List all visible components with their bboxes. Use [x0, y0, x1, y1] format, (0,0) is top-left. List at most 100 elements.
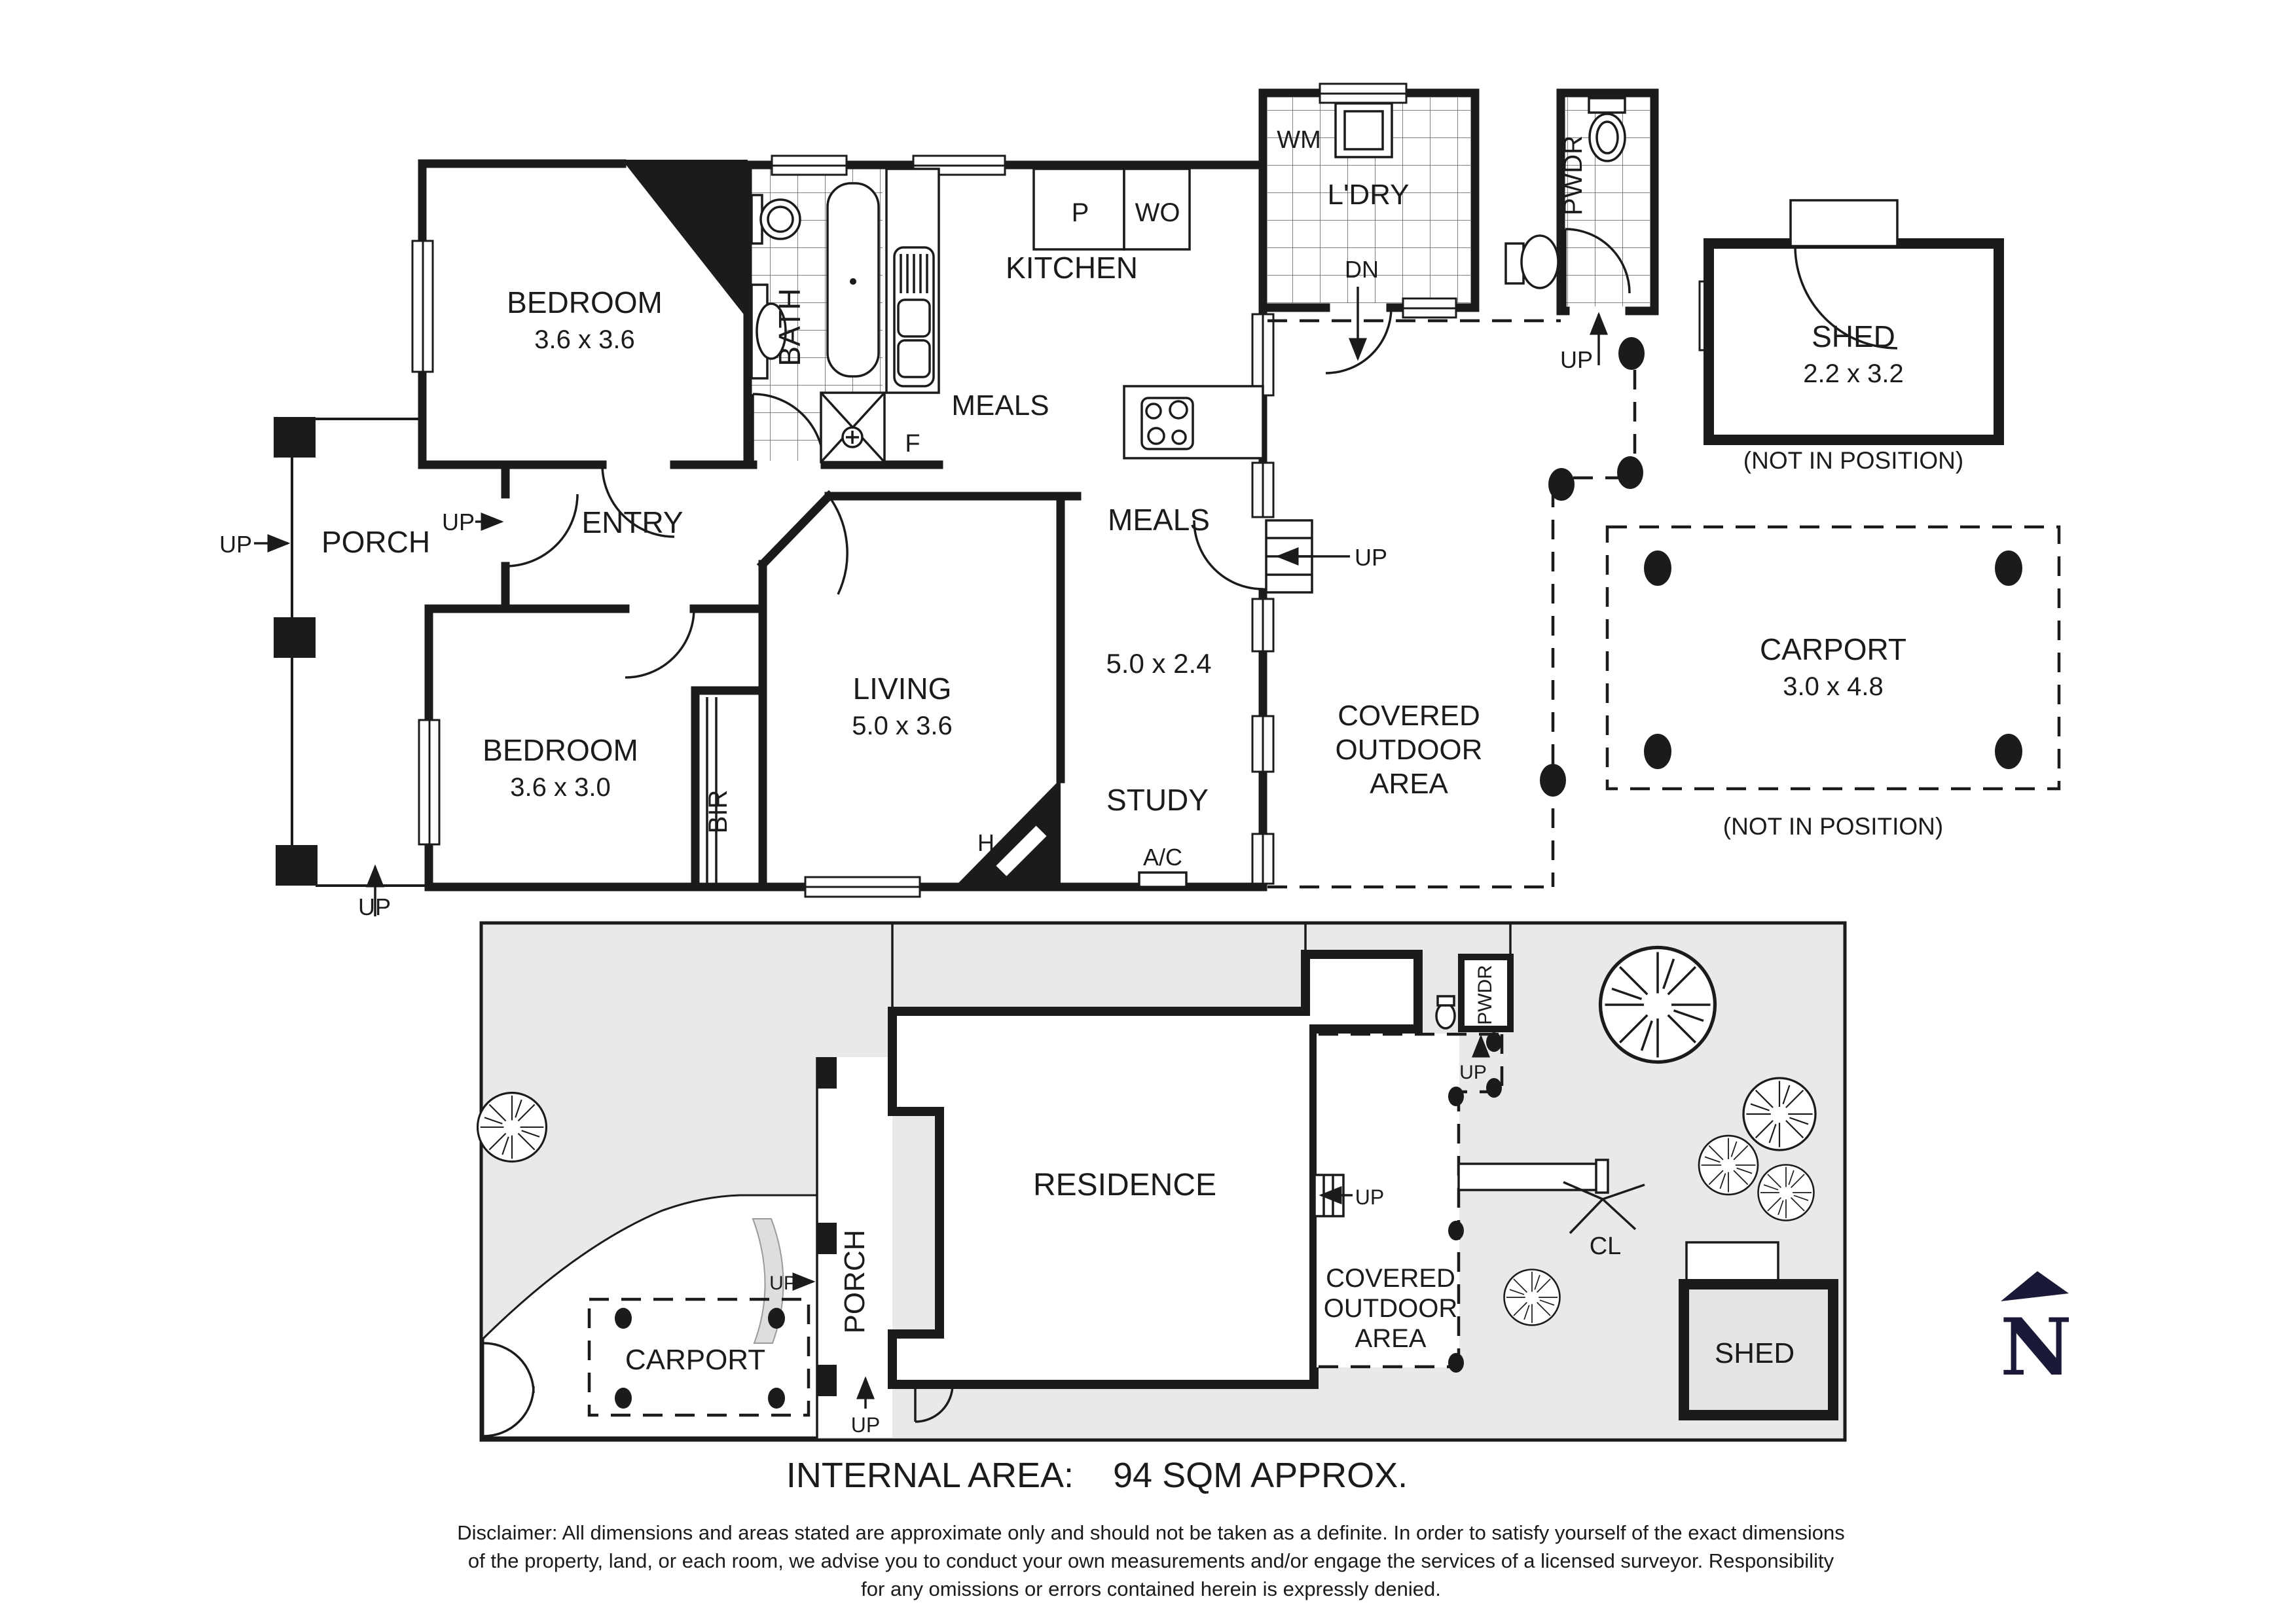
window — [1251, 313, 1275, 397]
window — [1319, 82, 1408, 104]
room-label-bir: BIR — [704, 790, 733, 834]
driveway-gates — [483, 1342, 535, 1437]
label-clothesline: CL — [1590, 1233, 1622, 1260]
label-meals-kitchen: MEALS — [951, 389, 1049, 422]
label-powder-site: PWDR — [1474, 965, 1496, 1025]
window — [1251, 833, 1275, 885]
internal-area-label: INTERNAL AREA: — [786, 1456, 1074, 1495]
tree — [1742, 1077, 1817, 1151]
carport-post — [1995, 734, 2022, 769]
room-label-living: LIVING — [853, 672, 952, 706]
window — [418, 719, 441, 846]
label-porch-site: PORCH — [839, 1230, 871, 1334]
powder-fixtures — [1504, 97, 1626, 289]
post-dot — [1618, 337, 1645, 370]
room-label-bath: BATH — [773, 288, 807, 366]
corner-fill-bedroom1 — [622, 160, 748, 319]
windows — [411, 82, 1720, 898]
tree — [1757, 1164, 1815, 1221]
sink-drainer — [900, 254, 928, 293]
carport-post — [768, 1388, 785, 1409]
carport-post — [1644, 550, 1671, 586]
floor-plan: BEDROOM 3.6 x 3.6 BATH KITCHEN P WO F ME… — [219, 82, 2061, 920]
porch-post — [276, 845, 318, 886]
floor-plan-labels: BEDROOM 3.6 x 3.6 BATH KITCHEN P WO F ME… — [219, 126, 1963, 920]
label-covered-3: AREA — [1370, 768, 1448, 800]
site-up-arrows — [792, 1034, 1490, 1409]
disclaimer-line-1: Disclaimer: All dimensions and areas sta… — [457, 1521, 1845, 1544]
porch-post — [274, 617, 316, 658]
north-arrow: N — [2000, 1271, 2072, 1394]
room-label-bedroom1: BEDROOM — [507, 285, 663, 319]
window — [1251, 461, 1275, 518]
label-covered-2: OUTDOOR — [1336, 734, 1483, 766]
tree — [1503, 1269, 1561, 1326]
vanity-basin — [756, 302, 787, 360]
room-dims-bedroom2: 3.6 x 3.0 — [510, 773, 610, 802]
room-dims-living: 5.0 x 3.6 — [852, 712, 952, 740]
tree — [476, 1091, 548, 1163]
room-dims-meals: 5.0 x 2.4 — [1106, 648, 1211, 679]
doors — [505, 228, 1631, 679]
note-shed: (NOT IN POSITION) — [1743, 447, 1963, 474]
cooktop — [1140, 397, 1194, 450]
carport-post — [615, 1308, 632, 1329]
door-arc-bedroom1 — [601, 464, 675, 538]
room-label-shed: SHED — [1812, 319, 1895, 353]
label-down: DN — [1345, 256, 1379, 283]
up-label: UP — [851, 1413, 880, 1437]
driveway — [482, 1194, 818, 1439]
room-label-kitchen: KITCHEN — [1006, 251, 1138, 285]
up-label: UP — [219, 531, 252, 558]
up-label: UP — [1355, 1185, 1384, 1209]
disclaimer-line-2: of the property, land, or each room, we … — [468, 1549, 1834, 1572]
site-plan-labels: RESIDENCE PORCH CARPORT COVERED OUTDOOR … — [625, 965, 1795, 1437]
post-dot — [1448, 1221, 1464, 1240]
label-wall-oven: WO — [1135, 198, 1180, 227]
note-carport: (NOT IN POSITION) — [1723, 813, 1943, 840]
sink-bowl — [897, 298, 931, 338]
porch-post — [817, 1223, 837, 1254]
stairs-meals — [1265, 519, 1350, 594]
carport-upper — [1605, 525, 2061, 791]
yard-lines — [891, 924, 1512, 1011]
bathtub-drain — [850, 278, 856, 285]
room-label-meals: MEALS — [1108, 503, 1210, 537]
disclaimer-line-3: for any omissions or errors contained he… — [861, 1577, 1441, 1600]
basin — [1520, 234, 1559, 289]
tree — [1601, 948, 1715, 1062]
laundry-fixtures — [1334, 102, 1393, 361]
up-label: UP — [442, 509, 475, 535]
carport-post — [1995, 550, 2022, 586]
covered-outdoor-boundary — [1267, 319, 1645, 889]
up-label: UP — [1560, 346, 1593, 373]
window — [1251, 715, 1275, 773]
kitchen-fixtures — [885, 168, 1264, 460]
up-arrows — [254, 312, 1608, 916]
north-arrow-icon — [2001, 1271, 2069, 1301]
window — [804, 876, 921, 898]
room-label-study: STUDY — [1106, 783, 1209, 817]
label-shed-site: SHED — [1715, 1337, 1795, 1369]
up-label: UP — [769, 1272, 797, 1294]
toilet-tank — [1588, 97, 1626, 114]
carport-post — [768, 1308, 785, 1329]
label-covered-1: COVERED — [1338, 700, 1480, 732]
room-label-carport: CARPORT — [1760, 632, 1906, 666]
up-label: UP — [1355, 544, 1387, 571]
label-heater: H — [977, 829, 994, 856]
wall-oven-cabinet — [1123, 168, 1191, 251]
window — [1402, 297, 1457, 319]
porch-site — [816, 1057, 892, 1437]
post-dot — [1540, 764, 1566, 797]
label-ac: A/C — [1143, 844, 1182, 871]
porch-post — [817, 1057, 837, 1089]
room-dims-carport: 3.0 x 4.8 — [1783, 672, 1883, 701]
shed-site — [1679, 1241, 1838, 1420]
porch-structure — [274, 417, 429, 887]
post-dot — [1448, 1353, 1464, 1373]
up-label: UP — [1459, 1062, 1487, 1083]
bir-doors — [706, 697, 718, 884]
room-label-powder: PWDR — [1559, 135, 1588, 215]
